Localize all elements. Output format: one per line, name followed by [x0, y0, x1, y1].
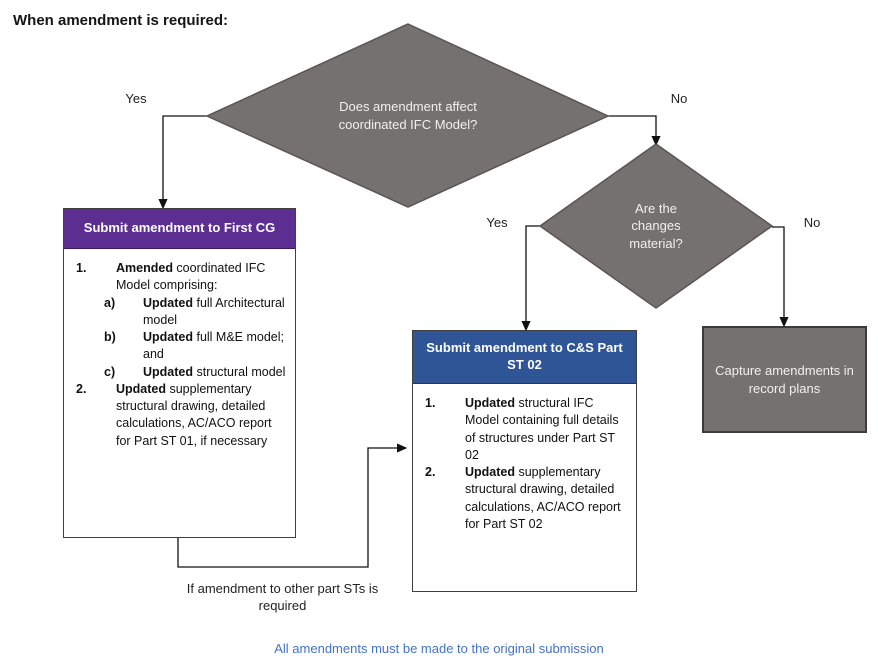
list-item-number: b): [104, 330, 116, 344]
first-cg-box-body: 1. Amended coordinated IFC Model comprisi…: [64, 249, 295, 458]
list-item-text: Updated full Architectural model: [143, 295, 285, 327]
list-item: 2. Updated supplementary structural drawi…: [425, 464, 628, 533]
list-item: 1. Updated structural IFC Model containin…: [425, 395, 628, 464]
list-item-number: 1.: [425, 396, 436, 410]
list-item-text: Updated structural model: [143, 364, 286, 379]
list-item-text: Updated supplementary structural drawing…: [465, 465, 621, 531]
cs-st02-box-body: 1. Updated structural IFC Model containin…: [413, 384, 636, 541]
list-subitem: a) Updated full Architectural model: [104, 295, 287, 330]
cs-st02-box-header: Submit amendment to C&S Part ST 02: [413, 331, 636, 384]
main-decision-text: Does amendment affect coordinated IFC Mo…: [338, 99, 478, 132]
list-item-text: Updated full M&E model; and: [143, 330, 285, 362]
connector-material-yes-arrow: [521, 225, 540, 332]
list-item: 1. Amended coordinated IFC Model comprisi…: [76, 260, 287, 295]
connector-label-other-part-sts: If amendment to other part STs is requir…: [186, 581, 379, 613]
branch-label-main-no: No: [670, 91, 688, 106]
branch-label-material-no: No: [803, 215, 821, 230]
connector-main-yes-arrow: [158, 115, 207, 210]
list-item-text: Updated structural IFC Model containing …: [465, 396, 619, 462]
record-plans-box: Capture amendments in record plans: [702, 326, 867, 433]
list-sub-group: a) Updated full Architectural model b) Upda…: [104, 295, 287, 381]
material-decision-diamond: [538, 143, 774, 309]
list-item-number: 2.: [76, 381, 87, 396]
list-item-number: a): [104, 295, 116, 310]
branch-label-material-yes: Yes: [486, 215, 508, 230]
first-cg-box: Submit amendment to First CG 1. Amended c…: [63, 208, 296, 538]
material-decision-text: Are the changes material?: [629, 200, 683, 251]
connector-main-no-arrow: [608, 115, 661, 147]
list-subitem: b) Updated full M&E model; and: [104, 329, 287, 364]
list-item-text: Updated supplementary structural drawing…: [116, 381, 272, 448]
list-item-number: 2.: [425, 465, 436, 479]
connector-material-no-arrow: [772, 226, 789, 328]
connector-other-part-sts-arrow: [177, 443, 408, 568]
footer-note: All amendments must be made to the origi…: [274, 641, 604, 656]
list-subitem: c) Updated structural model: [104, 364, 287, 381]
list-item: 2. Updated supplementary structural drawi…: [76, 381, 287, 450]
page-title: When amendment is required:: [13, 12, 229, 29]
list-item-text: Amended coordinated IFC Model comprising…: [116, 261, 266, 293]
list-item-number: c): [104, 364, 116, 379]
first-cg-box-header: Submit amendment to First CG: [64, 209, 295, 249]
cs-st02-box: Submit amendment to C&S Part ST 02 1. Upd…: [412, 330, 637, 592]
list-item-number: 1.: [76, 261, 87, 275]
branch-label-main-yes: Yes: [125, 91, 147, 106]
main-decision-diamond: [205, 23, 610, 208]
